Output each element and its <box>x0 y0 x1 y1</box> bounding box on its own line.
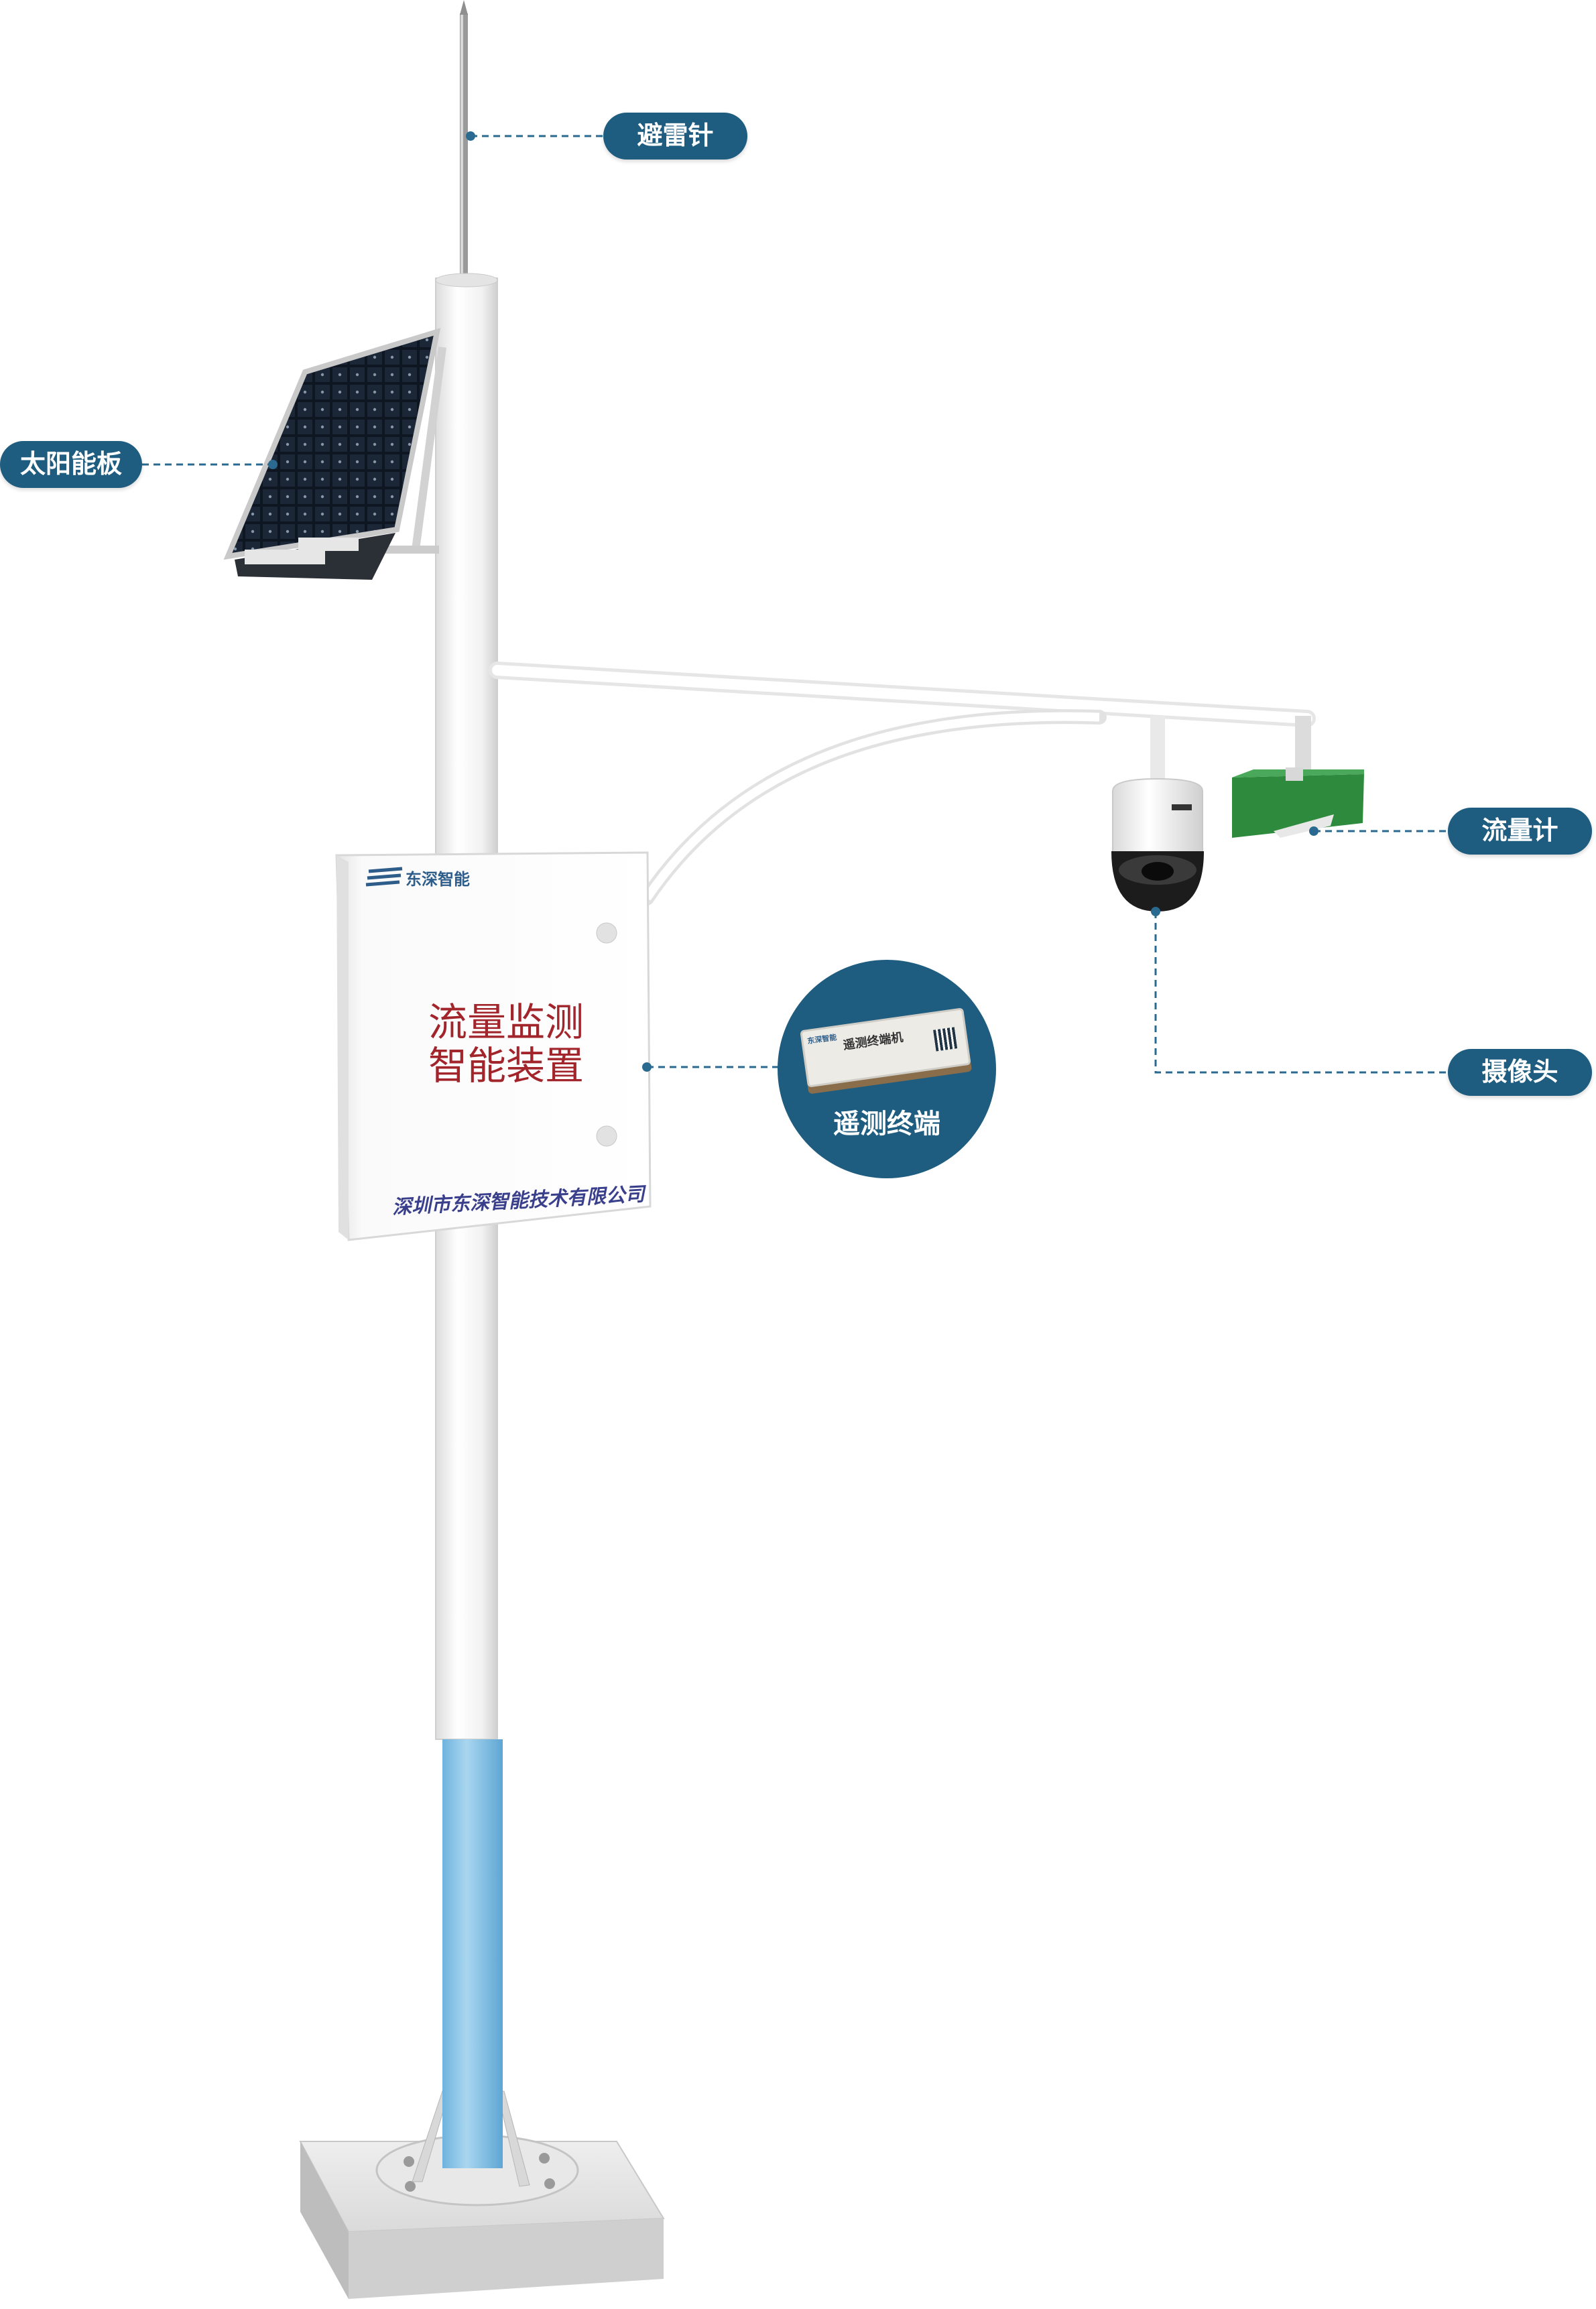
terminal-device-name: 遥测终端机 <box>842 1030 904 1052</box>
telemetry-terminal-badge: 东深智能 遥测终端机 遥测终端 <box>778 960 996 1178</box>
label-flow-meter: 流量计 <box>1448 808 1592 855</box>
dome-camera-icon <box>1111 777 1204 912</box>
label-camera: 摄像头 <box>1448 1049 1592 1096</box>
cabinet-title-line2: 智能装置 <box>428 1043 584 1088</box>
pole-lower <box>442 1739 503 2168</box>
solar-panel-icon <box>223 328 446 580</box>
telemetry-terminal-device: 东深智能 遥测终端机 <box>800 1007 971 1088</box>
cross-arm <box>489 662 1316 906</box>
radar-flow-meter-icon <box>1232 767 1364 838</box>
lightning-rod <box>460 0 468 280</box>
cabinet-title-line1: 流量监测 <box>428 999 584 1045</box>
cabinet-brand: 东深智能 <box>406 871 470 889</box>
label-solar-panel: 太阳能板 <box>0 441 142 488</box>
pole-base <box>299 2090 665 2299</box>
qr-code-icon <box>933 1027 958 1052</box>
leader-dots <box>268 131 1318 1072</box>
terminal-brand: 东深智能 <box>806 1034 838 1046</box>
label-lightning-rod: 避雷针 <box>603 113 747 160</box>
leader-lines <box>142 135 1448 1074</box>
label-telemetry-terminal: 遥测终端 <box>833 1109 940 1139</box>
cabinet <box>335 851 652 1241</box>
